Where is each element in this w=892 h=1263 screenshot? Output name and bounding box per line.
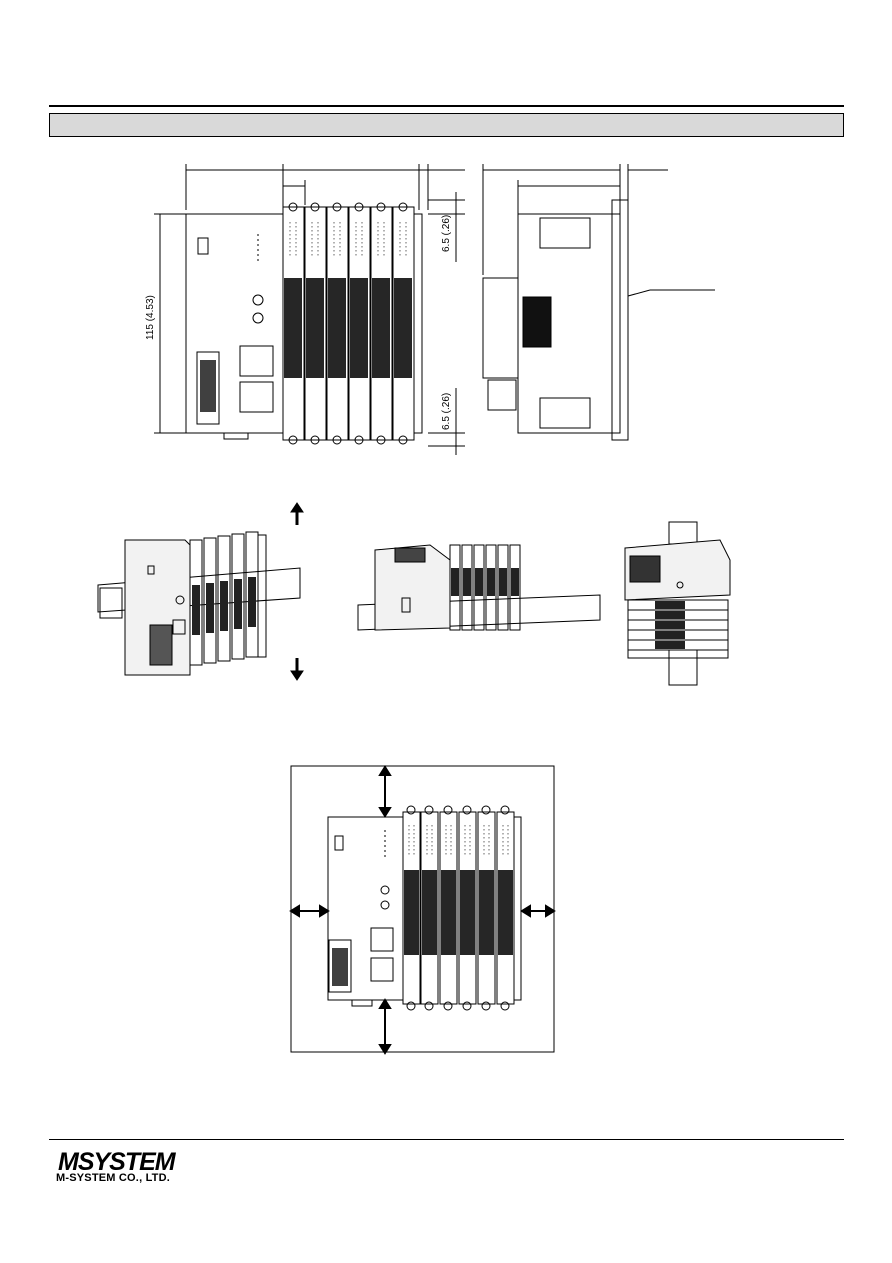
msystem-logo: MSYSTEM [56, 1148, 196, 1188]
bottom-margin-label: 6.5 (.26) [441, 393, 452, 430]
side-mount-illustration [357, 544, 601, 631]
section-title-bar [49, 113, 844, 137]
mounting-illustrations [97, 502, 731, 686]
company-name: M-SYSTEM CO., LTD. [56, 1172, 171, 1184]
height-dimension-label: 115 (4.53) [145, 295, 156, 340]
header-rule [49, 105, 844, 107]
clearance-arrows [289, 765, 556, 1055]
footer-rule [49, 1139, 844, 1140]
svg-text:MSYSTEM: MSYSTEM [58, 1148, 177, 1174]
front-mount-illustration [97, 531, 301, 676]
vertical-mount-illustration [624, 521, 731, 686]
clearance-drawing [289, 765, 556, 1055]
top-margin-label: 6.5 (.26) [441, 215, 452, 252]
dimension-drawing: 115 (4.53) 6.5 (.26) 6.5 (.26) [145, 164, 715, 455]
arrow-icon [290, 502, 304, 681]
clearance-frame [290, 765, 555, 1053]
